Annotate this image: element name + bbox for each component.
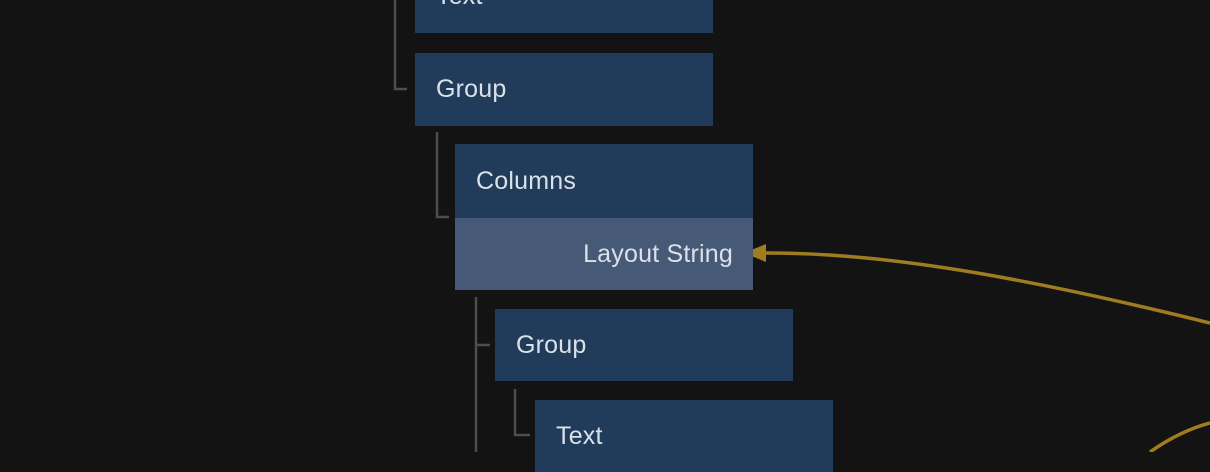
layer-node-columns[interactable]: Columns bbox=[455, 144, 753, 218]
input-port-layout-string[interactable]: Layout String bbox=[455, 218, 753, 290]
layer-node-text-2[interactable]: Text bbox=[535, 400, 833, 472]
wire-bottom-right[interactable] bbox=[1148, 421, 1210, 452]
layer-node-text-1[interactable]: Text bbox=[415, 0, 713, 33]
layer-node-group-1[interactable]: Group bbox=[415, 53, 713, 126]
tree-connector-text-2 bbox=[513, 389, 530, 437]
layer-node-group-2[interactable]: Group bbox=[495, 309, 793, 381]
input-port-label: Layout String bbox=[583, 239, 733, 268]
node-label: Group bbox=[516, 330, 587, 359]
node-label: Text bbox=[436, 0, 483, 11]
node-label: Columns bbox=[476, 166, 577, 195]
node-label: Group bbox=[436, 75, 507, 103]
node-graph-canvas[interactable] bbox=[0, 0, 1210, 452]
tree-connector-columns bbox=[435, 132, 449, 219]
tree-connector-group-1 bbox=[393, 0, 407, 91]
wire-arrowhead-icon bbox=[744, 244, 766, 262]
wire-layout-string[interactable] bbox=[761, 251, 1210, 325]
node-label: Text bbox=[556, 421, 603, 450]
